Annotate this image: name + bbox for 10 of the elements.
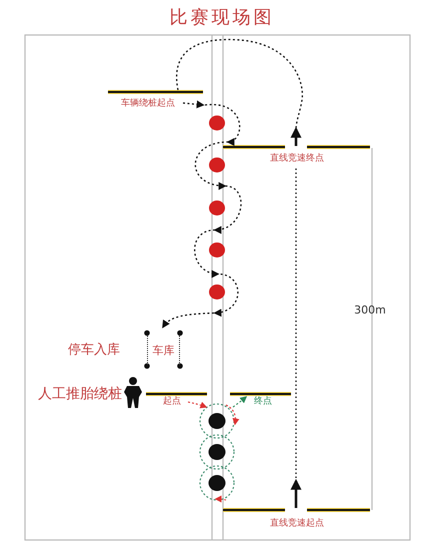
place-label: 直线竞速终点	[270, 154, 324, 164]
garage-box: 车库	[147, 335, 180, 365]
place-label: 终点	[254, 398, 272, 406]
place-label: 起点	[163, 398, 181, 406]
diagram-title: 比赛现场图	[170, 9, 274, 27]
place-label: 人工推胎绕桩	[38, 387, 122, 401]
place-label: 车辆绕桩起点	[121, 100, 175, 108]
place-label: 停车入库	[68, 344, 120, 356]
distance-label: 300m	[354, 304, 386, 316]
place-label: 直线竞速起点	[270, 520, 324, 528]
